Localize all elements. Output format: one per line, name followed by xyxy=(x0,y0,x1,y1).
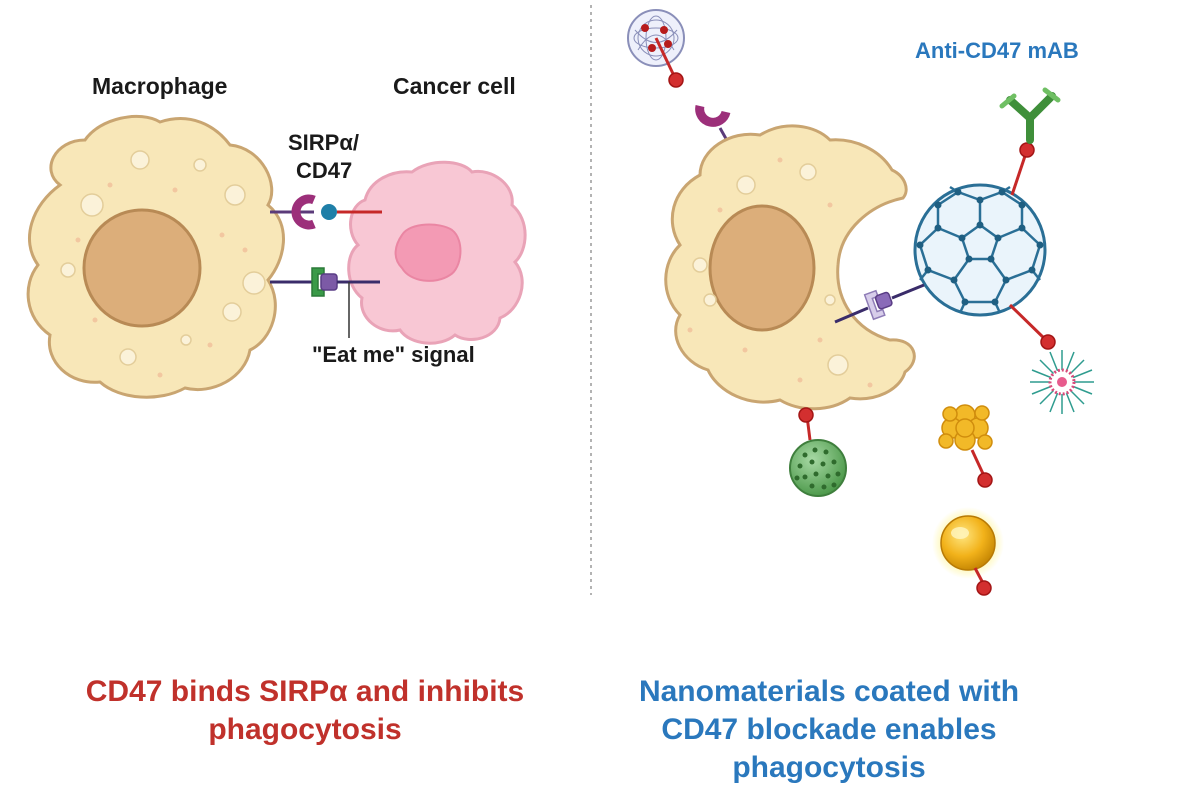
left-caption-line2: phagocytosis xyxy=(208,713,402,746)
gold-nanoparticle xyxy=(932,507,1004,596)
anti-cd47-antibody xyxy=(999,87,1061,196)
gold-cluster-nanoparticle xyxy=(938,404,993,488)
eat-me-signal xyxy=(270,267,380,338)
macrophage-nucleus xyxy=(82,208,202,328)
sirpa-label: SIRPα/ xyxy=(288,130,359,155)
right-caption-line3: phagocytosis xyxy=(732,751,926,784)
macrophage-cell xyxy=(26,114,285,399)
cancer-cell-label: Cancer cell xyxy=(393,73,516,99)
macrophage-label: Macrophage xyxy=(92,73,228,99)
anti-cd47-label: Anti-CD47 mAB xyxy=(915,38,1079,63)
green-nanoparticle xyxy=(789,407,847,497)
right-caption-line1: Nanomaterials coated with xyxy=(638,675,1020,708)
fullerene-nanoparticle xyxy=(913,183,1047,317)
left-caption-line1: CD47 binds SIRPα and inhibits xyxy=(85,675,525,708)
cancer-cell xyxy=(347,160,527,345)
right-caption-line2: CD47 blockade enables xyxy=(661,713,997,746)
right-caption: Nanomaterials coated with CD47 blockade … xyxy=(590,673,1068,787)
mesh-nanoparticle xyxy=(627,9,685,88)
engulfing-macrophage xyxy=(664,124,916,411)
cancer-nucleus xyxy=(394,223,462,282)
cd47-label: CD47 xyxy=(296,158,353,183)
eat-me-label: "Eat me" signal xyxy=(312,342,475,367)
starburst-nanoparticle xyxy=(1008,303,1094,414)
left-caption: CD47 binds SIRPα and inhibits phagocytos… xyxy=(40,673,570,749)
eat-me-receptor-right xyxy=(834,283,925,324)
sirpa-cd47-complex xyxy=(270,194,382,230)
